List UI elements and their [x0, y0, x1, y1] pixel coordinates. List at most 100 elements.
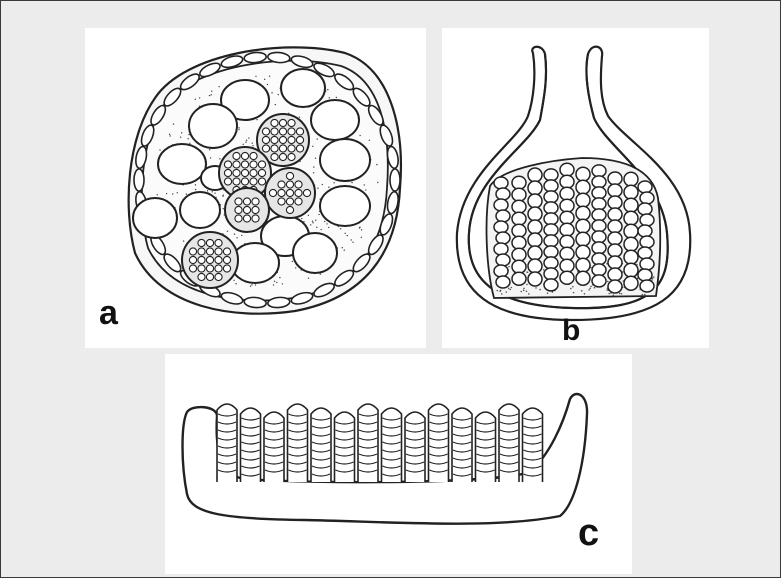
empty-cell — [293, 233, 337, 273]
cluster-cell — [206, 265, 213, 272]
chain-cell — [544, 235, 558, 247]
chain-cell — [624, 198, 638, 212]
cluster-cell — [189, 248, 196, 255]
stipple-dot — [328, 187, 329, 188]
stipple-dot — [157, 194, 158, 195]
stipple-dot — [219, 158, 220, 159]
chain-cell — [640, 280, 654, 292]
stipple-dot — [238, 129, 239, 130]
cluster-cell — [271, 128, 278, 135]
empty-cell — [320, 139, 370, 181]
panel-label-a: a — [99, 296, 118, 330]
chain-cell — [640, 258, 654, 270]
stipple-dot — [318, 214, 319, 215]
chain-cell — [560, 259, 574, 272]
stipple-dot — [652, 278, 654, 280]
cluster-cell — [233, 152, 240, 159]
chain-cell — [640, 236, 654, 248]
cluster-cell — [252, 206, 259, 213]
stipple-dot — [299, 116, 300, 117]
chain-cell — [528, 194, 542, 208]
cluster-cell — [278, 198, 285, 205]
panel-b: b — [442, 28, 709, 348]
chain-cell — [560, 175, 574, 188]
cell-cluster — [265, 168, 315, 218]
stipple-dot — [242, 144, 243, 145]
stipple-dot — [369, 140, 370, 141]
cluster-cell — [198, 239, 205, 246]
cluster-cell — [296, 145, 303, 152]
stipple-dot — [509, 289, 511, 291]
stipple-dot — [570, 288, 572, 290]
stipple-dot — [342, 247, 343, 248]
cluster-cell — [286, 198, 293, 205]
stipple-dot — [523, 288, 525, 290]
stipple-dot — [523, 290, 525, 292]
panel-label-b: b — [562, 316, 580, 346]
stipple-dot — [316, 227, 317, 228]
cluster-cell — [224, 169, 231, 176]
stipple-dot — [345, 233, 346, 234]
chain-cell — [624, 263, 638, 277]
chain-cell — [592, 187, 606, 199]
stipple-dot — [207, 190, 208, 191]
cluster-cell — [295, 181, 302, 188]
stipple-dot — [526, 284, 528, 286]
cluster-cell — [224, 161, 231, 168]
cluster-cell — [215, 265, 222, 272]
empty-cell — [189, 104, 237, 148]
chain-cell — [528, 259, 542, 273]
chain-cell — [592, 198, 606, 210]
chain-cell — [576, 232, 590, 246]
cluster-cell — [286, 181, 293, 188]
chain-cell — [528, 181, 542, 195]
stipple-dot — [278, 94, 279, 95]
stipple-dot — [282, 283, 283, 284]
chain-cell — [512, 248, 526, 261]
cluster-cell — [206, 248, 213, 255]
stipple-dot — [588, 289, 590, 291]
cluster-cell — [288, 153, 295, 160]
cell-column — [405, 412, 425, 482]
chain-cell — [560, 187, 574, 200]
chain-cell — [576, 193, 590, 207]
chain-cell — [576, 219, 590, 233]
chain-cell — [544, 224, 558, 236]
cluster-cell — [223, 256, 230, 263]
chain-cell — [512, 236, 526, 249]
panel-c-drawing — [165, 354, 632, 574]
stipple-dot — [199, 97, 200, 98]
stipple-dot — [279, 277, 280, 278]
stipple-dot — [236, 237, 237, 238]
chain-cell — [624, 172, 638, 186]
chain-cell — [544, 257, 558, 269]
stipple-dot — [500, 290, 502, 292]
chain-cell — [512, 176, 526, 189]
chain-cell — [576, 245, 590, 259]
cluster-cell — [296, 136, 303, 143]
wall-cell — [390, 169, 400, 191]
stipple-dot — [312, 146, 313, 147]
cluster-cell — [250, 152, 257, 159]
chain-cell — [494, 199, 508, 211]
stipple-dot — [606, 289, 608, 291]
stipple-dot — [547, 292, 549, 294]
stipple-dot — [496, 290, 498, 292]
chain-cell — [576, 206, 590, 220]
stipple-dot — [327, 89, 328, 90]
cluster-cell — [295, 189, 302, 196]
stipple-dot — [233, 280, 234, 281]
cluster-cell — [215, 248, 222, 255]
chain-cell — [592, 209, 606, 221]
chain-cell — [592, 264, 606, 276]
stipple-dot — [301, 218, 302, 219]
stipple-dot — [572, 286, 574, 288]
chain-cell — [638, 203, 652, 215]
panel-a-drawing — [85, 28, 426, 348]
cell-column — [499, 404, 519, 482]
stipple-dot — [238, 127, 239, 128]
stipple-dot — [256, 119, 257, 120]
cluster-cell — [223, 248, 230, 255]
chain-cell — [496, 188, 510, 200]
cluster-cell — [233, 169, 240, 176]
